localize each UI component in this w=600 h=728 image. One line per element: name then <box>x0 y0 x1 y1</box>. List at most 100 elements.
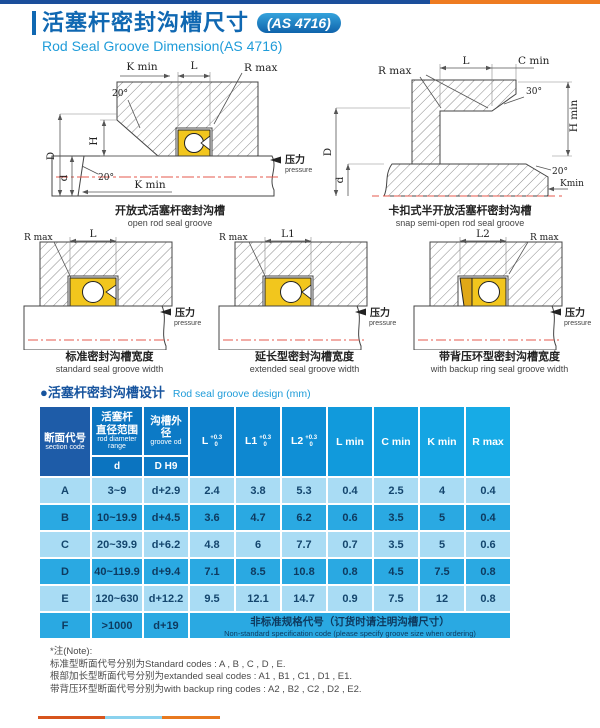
pressure-arrow <box>160 308 171 316</box>
seal-lip-opening <box>301 284 312 301</box>
cell: 5 <box>420 505 464 531</box>
cell: 10.8 <box>282 559 326 585</box>
cell: 20~39.9 <box>92 532 142 558</box>
pressure-label-en: pressure <box>369 320 396 327</box>
bullet-icon: ● <box>40 385 48 401</box>
rod <box>23 305 167 351</box>
table-row-C: C 20~39.9 d+6.2 4.8 6 7.7 0.7 3.5 5 0.6 <box>40 532 510 558</box>
dim-label-L: L <box>191 60 198 72</box>
non-standard-note-en: Non-standard specification code (please … <box>224 628 476 638</box>
cell: 4.5 <box>374 559 418 585</box>
pressure-label-en: pressure <box>174 320 201 327</box>
page-subtitle: Rod Seal Groove Dimension(AS 4716) <box>42 38 283 55</box>
cell: 2.4 <box>190 478 234 504</box>
rod-section <box>383 163 549 197</box>
diagram-caption-en: standard seal groove width <box>55 364 164 375</box>
dim-label-Rmax: R max <box>378 65 411 77</box>
dim-label-d: d <box>334 177 346 184</box>
cell: 5.3 <box>282 478 326 504</box>
dim-label-D: D <box>322 148 334 156</box>
cell: F <box>40 613 90 639</box>
dim-label-Kmin-rod: K min <box>134 179 165 191</box>
seal-lip-opening <box>200 135 211 152</box>
cell: d+19 <box>144 613 188 639</box>
dim-label-Rmax: R max <box>219 233 248 243</box>
seal-lip-opening <box>105 284 117 300</box>
top-border-bar <box>0 0 600 4</box>
cell: 8.5 <box>236 559 280 585</box>
diagram-caption-zh: 带背压环型密封沟槽宽度 <box>439 351 560 364</box>
diagram-extended-groove-width: 压力 pressure L1 R max 延长型密封沟槽宽度 extended … <box>207 228 402 374</box>
table-row-D: D 40~119.9 d+9.4 7.1 8.5 10.8 0.8 4.5 7.… <box>40 559 510 585</box>
standard-badge: (AS 4716) <box>257 13 341 34</box>
diagram-caption-en: snap semi-open rod seal groove <box>395 218 525 229</box>
diagram-row-bottom: 压力 pressure L R max 标准密封沟槽宽度 standard se… <box>12 228 600 374</box>
cell: 0.4 <box>466 505 510 531</box>
rod <box>413 305 557 351</box>
seal-oring-cavity <box>280 281 302 304</box>
cell: 4.8 <box>190 532 234 558</box>
cell: 0.4 <box>328 478 372 504</box>
bottom-bar-orange-segment <box>162 716 220 719</box>
cell: 0.6 <box>466 532 510 558</box>
dim-label-width: L1 <box>281 228 295 240</box>
diagram-row-top: 压力 pressure L K min R max 20° H <box>20 56 600 228</box>
table-row-F: F >1000 d+19 非标准规格代号（订货时请注明沟槽尺寸） Non-sta… <box>40 613 510 639</box>
dim-label-Rmax: R max <box>530 233 559 243</box>
cell: d+12.2 <box>144 586 188 612</box>
dim-label-Hmin: H min <box>568 100 580 133</box>
cell: d+9.4 <box>144 559 188 585</box>
cell: 0.8 <box>466 586 510 612</box>
cell: C <box>40 532 90 558</box>
pressure-arrow <box>355 308 366 316</box>
pressure-label-zh: 压力 <box>285 153 305 166</box>
diagram-backup-ring-groove-width: 压力 pressure L2 R max 带背压环型密封沟槽宽度 with ba… <box>402 228 597 374</box>
col-header-section-code: 断面代号 section code <box>40 407 90 477</box>
bottom-bar-skyblue-segment <box>105 716 162 719</box>
cell: 6 <box>236 532 280 558</box>
cell: 0.8 <box>466 559 510 585</box>
non-standard-note-cell: 非标准规格代号（订货时请注明沟槽尺寸） Non-standard specifi… <box>190 613 510 639</box>
dim-label-width: L <box>90 228 97 240</box>
table-row-E: E 120~630 d+12.2 9.5 12.1 14.7 0.9 7.5 1… <box>40 586 510 612</box>
table-row-B: B 10~19.9 d+4.5 3.6 4.7 6.2 0.6 3.5 5 0.… <box>40 505 510 531</box>
pressure-label-zh: 压力 <box>175 306 195 319</box>
cell: 4.7 <box>236 505 280 531</box>
rod <box>218 305 362 351</box>
diagram-caption-en: with backup ring seal groove width <box>430 364 569 375</box>
cell: 7.5 <box>420 559 464 585</box>
cell: 2.5 <box>374 478 418 504</box>
cell: 3.5 <box>374 532 418 558</box>
dim-label-angle20-rod: 20° <box>98 173 114 183</box>
backup-groove-drawing: 压力 pressure L2 R max <box>413 228 591 351</box>
subheader-d: d <box>92 457 142 477</box>
col-header-Rmax: R max <box>466 407 510 477</box>
cell: d+6.2 <box>144 532 188 558</box>
cell: 12.1 <box>236 586 280 612</box>
dim-label-Kmin: Kmin <box>560 179 584 189</box>
cell: A <box>40 478 90 504</box>
backup-ring <box>459 277 473 307</box>
cell: 4 <box>420 478 464 504</box>
note-line-1: 标准型断面代号分别为Standard codes : A , B , C , D… <box>50 658 286 670</box>
cell: 0.7 <box>328 532 372 558</box>
cell: 3.5 <box>374 505 418 531</box>
top-bar-blue-segment <box>0 0 430 4</box>
cell: 7.5 <box>374 586 418 612</box>
col-header-Cmin: C min <box>374 407 418 477</box>
dim-label-Rmax: R max <box>24 233 53 243</box>
dim-label-width: L2 <box>476 228 490 240</box>
cell: 40~119.9 <box>92 559 142 585</box>
pressure-arrow <box>550 308 561 316</box>
dim-label-H: H <box>88 137 100 146</box>
cell: 0.4 <box>466 478 510 504</box>
diagram-caption-zh: 标准密封沟槽宽度 <box>65 351 154 364</box>
pressure-arrow <box>270 156 281 164</box>
page-header: 活塞杆密封沟槽尺寸 (AS 4716) Rod Seal Groove Dime… <box>32 10 600 55</box>
bottom-border-bar <box>38 716 220 719</box>
cell: 120~630 <box>92 586 142 612</box>
cell: 5 <box>420 532 464 558</box>
